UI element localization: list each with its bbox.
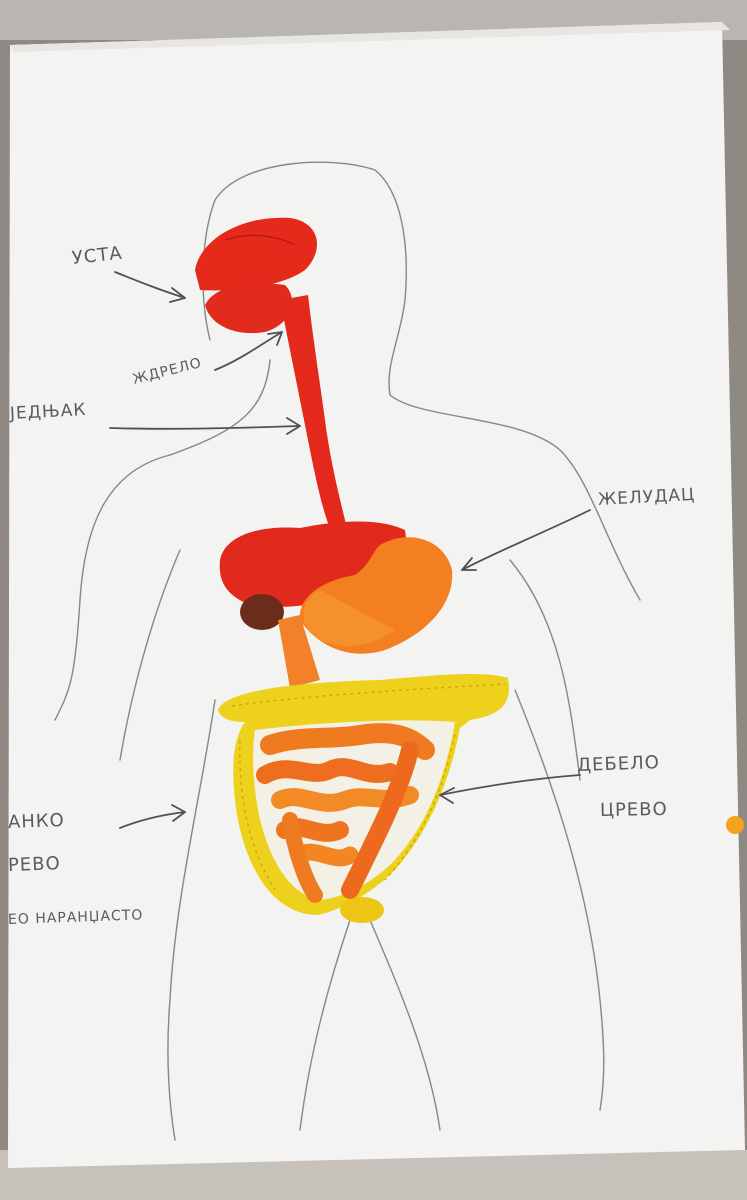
label-large-intestine-line1: ДЕБЕЛО <box>577 752 661 776</box>
label-large-intestine-line2: ЦРЕВО <box>600 799 668 821</box>
label-small-intestine-line1: АНКО <box>8 810 65 833</box>
orange-dot <box>726 816 744 834</box>
label-small-intestine-line2: РЕВО <box>8 853 61 876</box>
label-esophagus: ЈЕДЊАК <box>9 400 86 424</box>
brown-organ <box>240 594 284 630</box>
